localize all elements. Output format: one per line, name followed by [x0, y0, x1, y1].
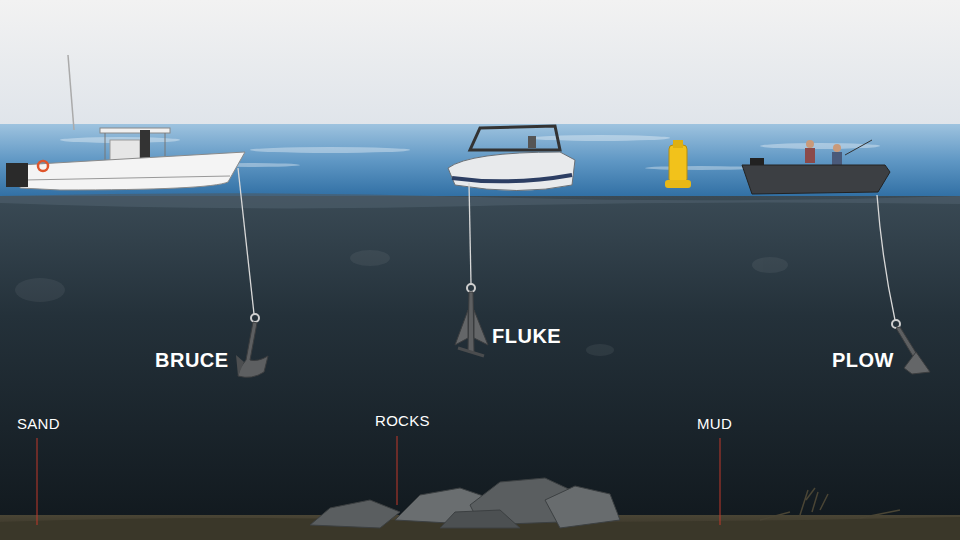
bottom-type: SAND	[17, 416, 60, 431]
anchor-name: FLUKE	[492, 326, 561, 346]
anchor-name: PLOW	[832, 350, 894, 370]
anchor-name: BRUCE	[155, 350, 229, 370]
bottom-type: MUD	[697, 416, 732, 431]
bottom-type: ROCKS	[375, 413, 430, 428]
